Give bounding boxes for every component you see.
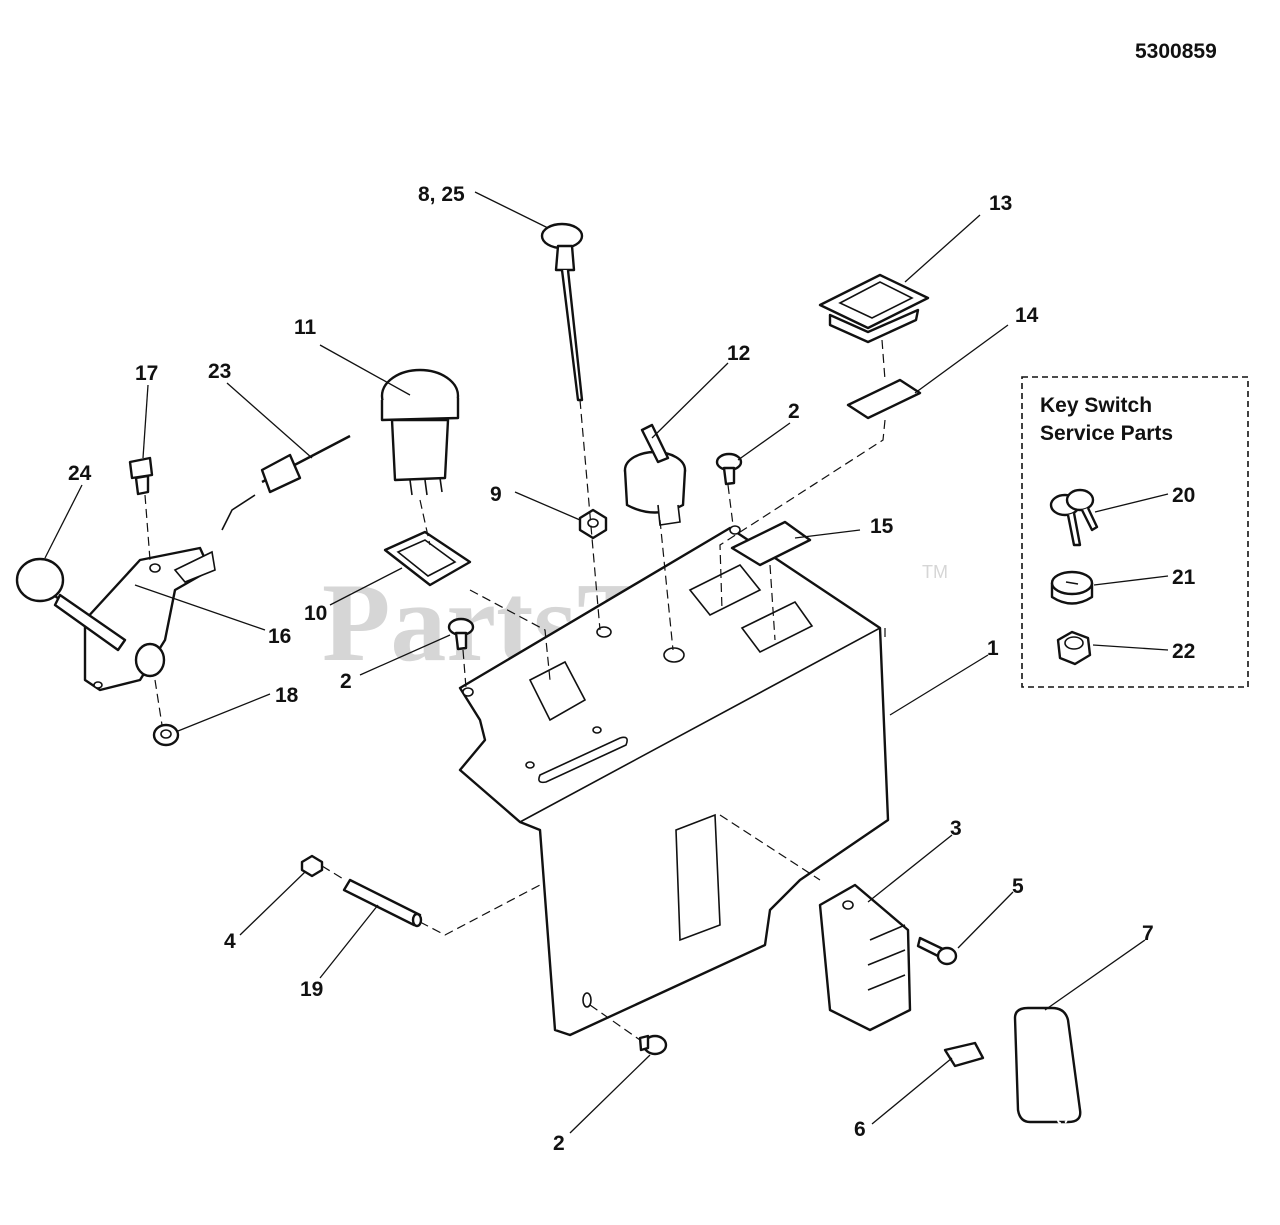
screw-part-5[interactable]	[916, 936, 958, 966]
callout-16: 16	[268, 625, 291, 648]
callout-3: 3	[950, 817, 962, 840]
cap-part-21[interactable]	[1050, 570, 1094, 605]
fuse-holder-part-3[interactable]	[818, 883, 912, 1032]
callout-20: 20	[1172, 484, 1195, 507]
screw-part-2-lower[interactable]	[638, 1034, 668, 1056]
callout-labels: 8, 25 13 14 12 2 15 11 23 17 24 16 18 9 …	[68, 183, 1196, 1155]
fuse-block-cover-part-7[interactable]: FUSE BLOCK	[1013, 1006, 1082, 1137]
watermark-tm: TM	[922, 562, 948, 582]
rod-part-23[interactable]	[221, 434, 351, 531]
leader-lines	[44, 191, 1169, 1134]
choke-cable-part-8-25[interactable]	[540, 222, 584, 402]
callout-2-middle: 2	[340, 670, 352, 693]
nut-part-22[interactable]	[1056, 630, 1092, 666]
service-box-title-line1: Key Switch	[1040, 394, 1152, 417]
keys-part-20[interactable]	[1049, 488, 1099, 547]
fuse-part-6[interactable]	[943, 1041, 985, 1068]
nut-part-9[interactable]	[578, 508, 608, 540]
screw-part-2-middle[interactable]	[447, 617, 475, 651]
callout-2-upper: 2	[788, 400, 800, 423]
callout-23: 23	[208, 360, 231, 383]
gasket-part-14[interactable]	[846, 378, 922, 420]
drawing-number: 5300859	[1135, 40, 1217, 63]
pto-switch-part-11[interactable]	[380, 368, 460, 496]
callout-22: 22	[1172, 640, 1195, 663]
control-panel-part-1[interactable]	[458, 525, 890, 1037]
assembly-lines	[144, 339, 886, 1041]
service-parts-box: Key Switch Service Parts	[1021, 376, 1249, 688]
callout-12: 12	[727, 342, 750, 365]
callout-17: 17	[135, 362, 158, 385]
hour-meter-part-13[interactable]	[818, 273, 930, 344]
callout-1: 1	[987, 637, 999, 660]
pin-part-19[interactable]	[342, 878, 423, 928]
nut-part-4[interactable]	[300, 854, 324, 878]
callout-5: 5	[1012, 875, 1024, 898]
bezel-part-10[interactable]	[383, 530, 472, 587]
callout-10: 10	[304, 602, 327, 625]
callout-9: 9	[490, 483, 502, 506]
callout-8-25: 8, 25	[418, 183, 465, 206]
ignition-switch-part-12[interactable]	[623, 423, 687, 526]
bolt-part-17[interactable]	[128, 456, 154, 496]
callout-21: 21	[1172, 566, 1196, 589]
callout-24: 24	[68, 462, 92, 485]
screw-part-2-upper[interactable]	[715, 452, 743, 486]
callout-2-lower: 2	[553, 1132, 565, 1155]
callout-11: 11	[294, 316, 317, 339]
lever-assembly-part-24[interactable]	[15, 546, 216, 692]
callout-7: 7	[1142, 922, 1154, 945]
callout-4: 4	[224, 930, 236, 953]
callout-19: 19	[300, 978, 323, 1001]
callout-6: 6	[854, 1118, 866, 1141]
service-box-title-line2: Service Parts	[1040, 422, 1173, 445]
callout-18: 18	[275, 684, 299, 707]
nut-part-18[interactable]	[152, 723, 180, 747]
callout-15: 15	[870, 515, 894, 538]
plug-part-15[interactable]	[730, 520, 812, 567]
callout-13: 13	[989, 192, 1012, 215]
callout-14: 14	[1015, 304, 1039, 327]
